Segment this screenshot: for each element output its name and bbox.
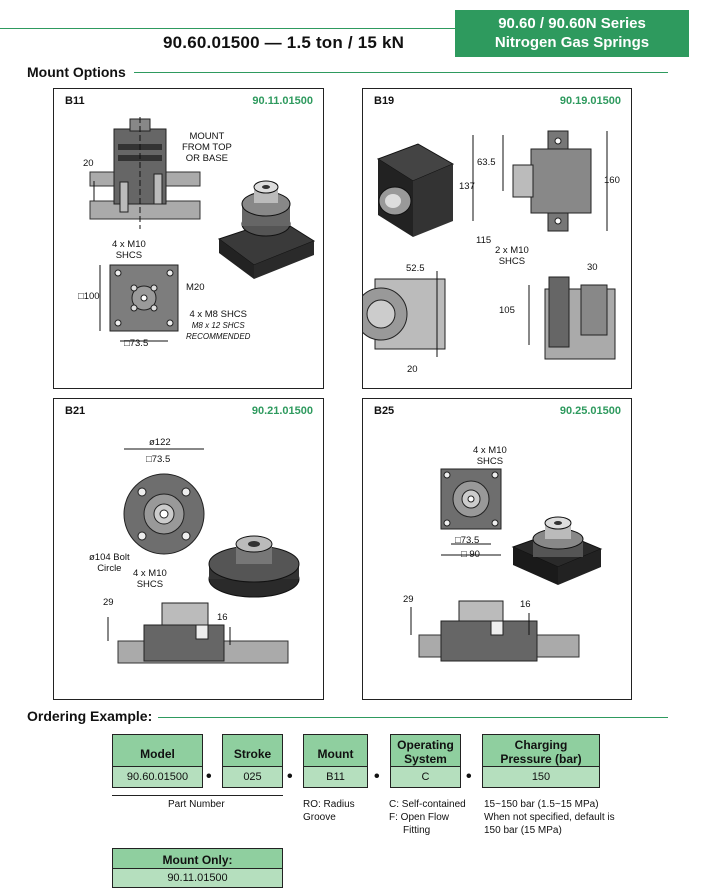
order-box-stroke: Stroke 025 [222,734,283,788]
b19-drawing [363,130,616,360]
mount-options-title: Mount Options [27,64,126,80]
order-box-value: 150 [483,766,599,787]
b25-sq73: □73.5 [455,535,480,546]
cp-desc: 15~150 bar (1.5~15 MPa) When not specifi… [484,799,615,836]
ordering-title: Ordering Example: [27,708,153,724]
b25-drawing [410,468,603,662]
b21-d29: 29 [103,597,114,608]
b19-d52: 52.5 [406,263,425,274]
b11-sq73: □73.5 [124,338,149,349]
order-box-value: 90.60.01500 [113,766,202,787]
panel-part-number: 90.21.01500 [251,405,313,417]
b25-sq90: □ 90 [461,549,480,560]
order-box-header: Charging Pressure (bar) [500,738,582,766]
panel-b19: B19 90.19.01500 63.5 137 160 115 2 x M10… [362,88,632,389]
order-box-header: Operating System [397,738,454,766]
series-subtitle: Nitrogen Gas Springs [494,34,650,51]
b19-d63: 63.5 [477,157,496,168]
order-box-mount: Mount B11 [303,734,368,788]
panel-part-number: 90.25.01500 [559,405,621,417]
order-box-header: Mount [317,747,354,761]
order-box-value: 025 [223,766,282,787]
panel-b21: B21 90.21.01500 ø122 □73.5 ø104 Bolt Cir… [53,398,324,700]
b25-m10: 4 x M10 SHCS [473,445,507,467]
page-title: 90.60.01500 — 1.5 ton / 15 kN [163,33,405,52]
order-separator: • [466,768,472,785]
b19-d105: 105 [499,305,515,316]
part-number-label: Part Number [168,799,225,810]
b11-drawing [89,117,316,342]
series-badge: 90.60 / 90.60N Series Nitrogen Gas Sprin… [455,10,689,57]
ordering-rule [158,717,668,718]
order-separator: • [287,768,293,785]
b11-m8-note: 4 x M8 SHCS M8 x 12 SHCS RECOMMENDED [186,309,251,341]
panel-part-number: 90.19.01500 [559,95,621,107]
order-box-value: C [391,766,460,787]
panel-id: B19 [374,95,395,107]
b11-shcs-m10: 4 x M10 SHCS [112,239,146,261]
header-rule [0,28,455,29]
b19-d160: 160 [604,175,620,186]
b21-bolt-circle: ø104 Bolt Circle [89,552,130,574]
panel-id: B25 [374,405,395,417]
panel-id: B11 [65,95,85,107]
b11-sq100: □100 [78,291,100,302]
part-number-rule [112,795,283,796]
b21-m10: 4 x M10 SHCS [133,568,167,590]
b19-m10: 2 x M10 SHCS [495,245,529,267]
order-box-operating-system: Operating System C [390,734,461,788]
mount-desc: RO: Radius Groove [303,799,355,823]
mount-only-value: 90.11.01500 [113,868,282,887]
order-box-charging-pressure: Charging Pressure (bar) 150 [482,734,600,788]
b11-mount-note: MOUNT FROM TOP OR BASE [182,131,232,164]
b11-m20: M20 [186,282,205,293]
b21-d16: 16 [217,612,228,623]
b19-d20: 20 [407,364,418,375]
mount-options-rule [134,72,668,73]
order-separator: • [206,768,212,785]
b11-dim-20: 20 [83,158,94,169]
panel-b11: B11 90.11.01500 [53,88,324,389]
b19-d115: 115 [476,235,492,246]
order-box-header: Stroke [233,747,272,761]
b25-d16: 16 [520,599,531,610]
order-box-model: Model 90.60.01500 [112,734,203,788]
mount-only-box: Mount Only: 90.11.01500 [112,848,283,888]
b21-drawing [107,448,300,664]
panel-part-number: 90.11.01500 [252,95,313,107]
b19-d30: 30 [587,262,598,273]
panel-id: B21 [65,405,86,417]
order-box-value: B11 [304,766,367,787]
b25-d29: 29 [403,594,414,605]
order-box-header: Model [140,747,175,761]
series-name: 90.60 / 90.60N Series [498,15,646,32]
mount-only-header: Mount Only: [162,853,233,867]
order-separator: • [374,768,380,785]
os-desc: C: Self-contained F: Open Flow Fitting [389,799,466,836]
b21-d122: ø122 [149,437,171,448]
b19-d137: 137 [459,181,475,192]
b21-sq73: □73.5 [146,454,171,465]
panel-b25: B25 90.25.01500 4 x M10 SHCS □73.5 □ 90 … [362,398,632,700]
